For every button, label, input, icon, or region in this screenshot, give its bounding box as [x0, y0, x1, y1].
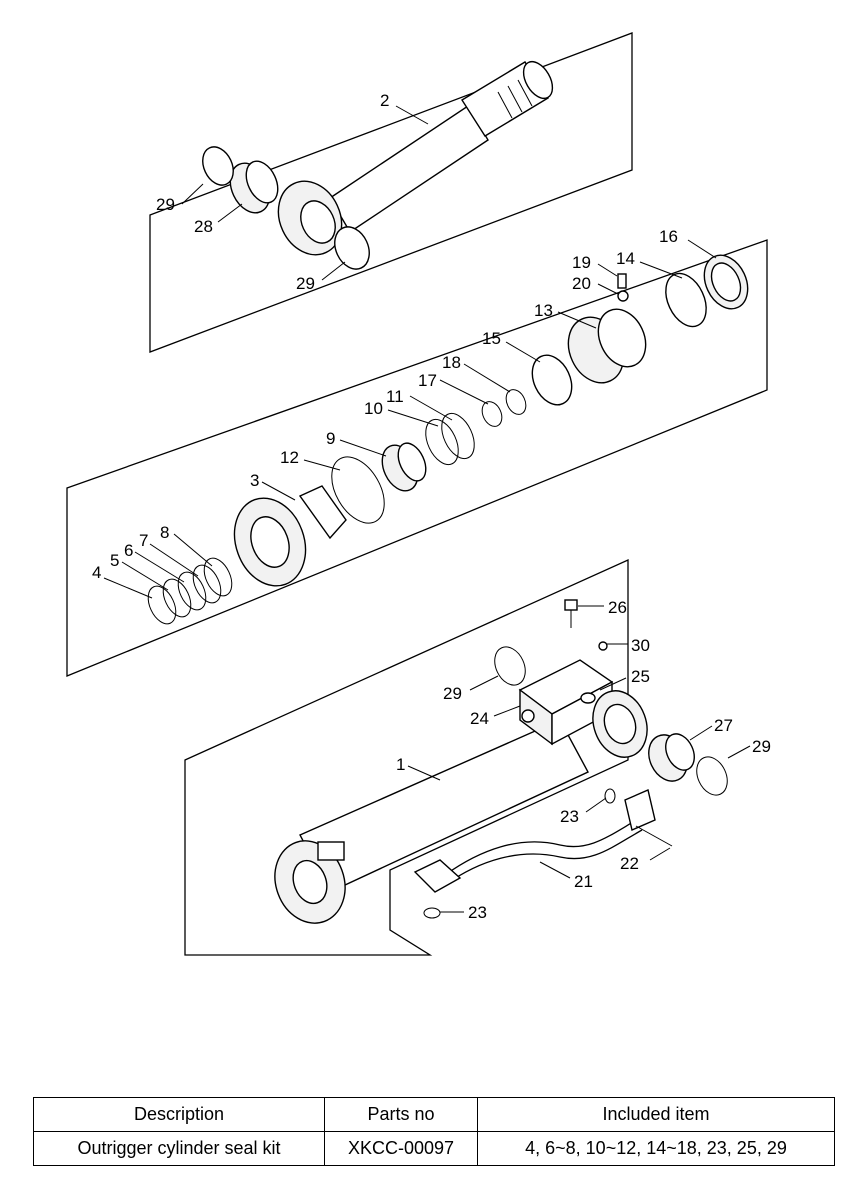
callout-5: 5	[110, 551, 119, 570]
callout-19: 19	[572, 253, 591, 272]
callout-20: 20	[572, 274, 591, 293]
seal-kit-table: Description Parts no Included item Outri…	[33, 1097, 835, 1166]
seal-15	[531, 354, 573, 406]
o-ring-23-upper	[604, 788, 616, 804]
cell-parts-no: XKCC-00097	[324, 1131, 478, 1166]
seal-11	[441, 412, 475, 460]
callout-23-lower: 23	[468, 903, 487, 922]
cell-description: Outrigger cylinder seal kit	[33, 1131, 325, 1166]
seal-29-tube-right	[696, 756, 728, 796]
tube-panel-outline	[184, 558, 629, 956]
column-header-parts-no: Parts no	[324, 1097, 478, 1132]
callout-29-rod-lower: 29	[296, 274, 315, 293]
steel-ball-20	[617, 290, 629, 302]
callout-1: 1	[396, 755, 405, 774]
o-ring-25	[580, 692, 596, 704]
table-header-row: Description Parts no Included item	[33, 1097, 835, 1132]
cell-included-item: 4, 6~8, 10~12, 14~18, 23, 25, 29	[477, 1131, 835, 1166]
bushing-28	[229, 160, 279, 214]
callout-8: 8	[160, 523, 169, 542]
grease-nipple-30	[598, 641, 608, 651]
callout-16: 16	[659, 227, 678, 246]
callout-22: 22	[620, 854, 639, 873]
bushing-27	[648, 733, 695, 782]
block-24	[518, 659, 614, 746]
callout-25: 25	[631, 667, 650, 686]
ring-18	[505, 389, 527, 415]
bushing-9	[381, 442, 427, 492]
seal-29-tube-left	[494, 646, 526, 686]
cylinder-tube-1	[274, 719, 589, 924]
column-header-description: Description	[33, 1097, 325, 1132]
callout-14: 14	[616, 249, 635, 268]
pipe-21	[413, 789, 656, 893]
piston-rod	[329, 60, 554, 233]
callout-10: 10	[364, 399, 383, 418]
exploded-parts-diagram: 2 29 28 29 16 19 14 20 13 15 18 17 11 10…	[66, 32, 771, 956]
callout-23-upper: 23	[560, 807, 579, 826]
callout-28: 28	[194, 217, 213, 236]
callout-17: 17	[418, 371, 437, 390]
callout-7: 7	[139, 531, 148, 550]
o-ring-12	[331, 456, 385, 524]
callout-30: 30	[631, 636, 650, 655]
callout-21: 21	[574, 872, 593, 891]
bolt-26	[564, 599, 578, 628]
callout-4: 4	[92, 563, 101, 582]
callout-12: 12	[280, 448, 299, 467]
callout-11: 11	[386, 387, 404, 406]
column-header-included-item: Included item	[477, 1097, 835, 1132]
bolt-22	[635, 825, 673, 847]
seal-29-upper	[202, 146, 234, 186]
callout-27: 27	[714, 716, 733, 735]
piston-panel-outline	[66, 239, 768, 677]
rod-cover-3	[233, 485, 347, 587]
o-ring-23-lower	[423, 907, 441, 919]
callout-3: 3	[250, 471, 259, 490]
o-rings-4-to-8	[147, 557, 233, 625]
set-screw-19	[617, 273, 627, 289]
callout-26: 26	[608, 598, 627, 617]
rod-eye	[277, 180, 343, 256]
nut-16	[703, 254, 749, 310]
ring-17	[481, 401, 503, 427]
callout-24: 24	[470, 709, 489, 728]
leader-lines	[103, 105, 751, 913]
callout-29-tube-left: 29	[443, 684, 462, 703]
trunnion-eye	[592, 690, 648, 758]
callout-13: 13	[534, 301, 553, 320]
callout-29-rod-upper: 29	[156, 195, 175, 214]
callout-9: 9	[326, 429, 335, 448]
callout-2: 2	[380, 91, 389, 110]
callout-18: 18	[442, 353, 461, 372]
callout-29-tube-right: 29	[752, 737, 771, 756]
seal-10	[425, 418, 459, 466]
table-row: Outrigger cylinder seal kit XKCC-00097 4…	[33, 1131, 835, 1166]
seal-29-lower	[334, 226, 370, 270]
callout-6: 6	[124, 541, 133, 560]
callout-15: 15	[482, 329, 501, 348]
piston-13	[567, 308, 647, 384]
